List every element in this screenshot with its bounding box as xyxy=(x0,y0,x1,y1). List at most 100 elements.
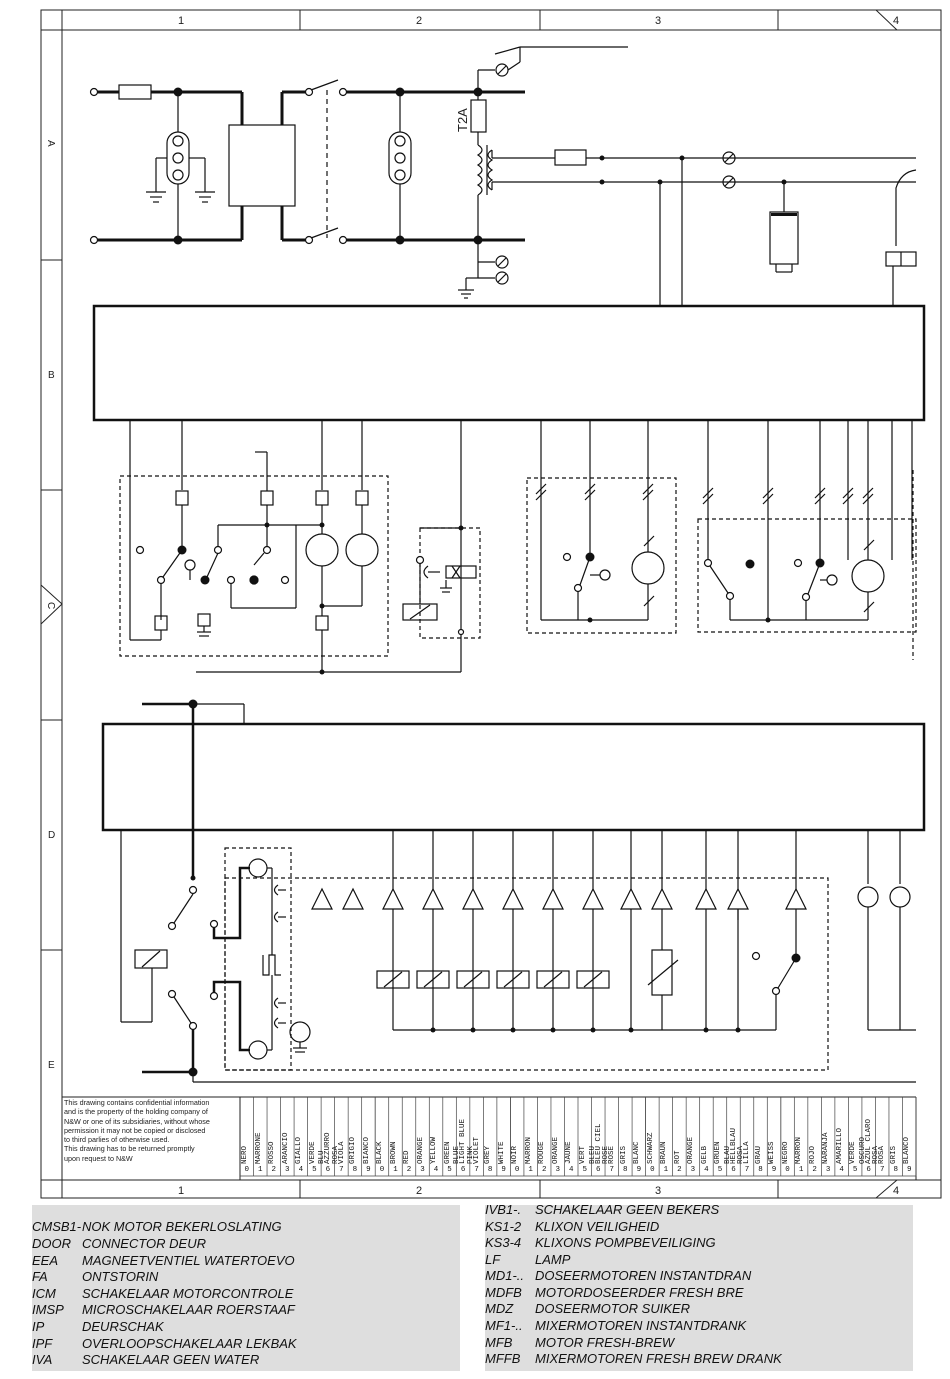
wire-color-name: SCHWARZ xyxy=(646,1132,655,1164)
wire-number: 1 xyxy=(663,1166,669,1174)
wire-number: 9 xyxy=(636,1166,642,1174)
wire-number: 0 xyxy=(514,1166,520,1174)
wire-color-name: GIALLO xyxy=(295,1136,304,1164)
legend-code: MF1-.. xyxy=(485,1318,523,1333)
legend-description: NOK MOTOR BEKERLOSLATING xyxy=(82,1219,282,1234)
wire-color-name: NARANJA xyxy=(822,1132,831,1164)
wire-number: 5 xyxy=(447,1166,452,1174)
column-number-top-3: 3 xyxy=(655,15,661,27)
wire-number: 1 xyxy=(393,1166,398,1174)
wire-color-name: WEISS xyxy=(768,1141,777,1164)
wire-number: 4 xyxy=(568,1166,574,1174)
connector-block xyxy=(769,211,799,265)
column-number-bottom-3: 3 xyxy=(655,1185,661,1197)
wire-color-name: GELB xyxy=(700,1145,709,1164)
wire-number: 3 xyxy=(825,1166,831,1174)
wire-color-name: NEGRO xyxy=(781,1141,790,1164)
wire-color-name: BIANCO xyxy=(362,1136,371,1164)
wire-number: 2 xyxy=(406,1166,412,1174)
wire-number: 9 xyxy=(366,1166,371,1174)
row-letter-e: E xyxy=(48,1060,55,1071)
wire-number: 3 xyxy=(555,1166,560,1174)
wire-color-name: GRUEN xyxy=(714,1141,723,1164)
legend-description: DOSEERMOTOREN INSTANTDRAN xyxy=(535,1268,752,1283)
wire-number: 8 xyxy=(623,1166,628,1174)
legend-code: KS1-2 xyxy=(485,1219,522,1234)
wire-color-name: BLANC xyxy=(633,1141,642,1164)
notice-line: This drawing contains confidential infor… xyxy=(64,1098,210,1107)
wire-color-name: GREY xyxy=(484,1145,493,1164)
wire-color-name: NERO xyxy=(241,1145,249,1164)
legend-code: KS3-4 xyxy=(485,1235,522,1250)
wire-color-table-grid xyxy=(240,1097,917,1177)
wire-number: 5 xyxy=(852,1166,858,1174)
wire-number: 2 xyxy=(812,1166,817,1174)
wire-number: 5 xyxy=(717,1166,723,1174)
legend-code: MDFB xyxy=(485,1285,522,1300)
notice-line: to third parlies of otherwise used. xyxy=(64,1135,170,1145)
column-number-bottom-4: 4 xyxy=(893,1185,899,1197)
wire-number: 9 xyxy=(906,1166,912,1174)
row-letter-b: B xyxy=(48,370,55,381)
confidentiality-notice: This drawing contains confidential infor… xyxy=(64,1098,240,1163)
legend-code: IPF xyxy=(32,1336,53,1351)
drawing-frame xyxy=(40,9,942,1199)
wire-color-name: ORANGE xyxy=(551,1136,560,1164)
wire-number: 9 xyxy=(501,1166,506,1174)
wire-number: 7 xyxy=(339,1166,344,1174)
wire-number: 3 xyxy=(420,1166,425,1174)
wire-color-name: BLACK xyxy=(376,1141,385,1164)
wire-number: 4 xyxy=(433,1166,439,1174)
wire-color-name: BROWN xyxy=(389,1141,398,1164)
wire-color-entry: 5 GRUEN xyxy=(713,1097,727,1176)
legend-description: MIXERMOTOREN INSTANTDRANK xyxy=(535,1318,747,1333)
fuse-t2a xyxy=(470,99,487,133)
wire-color-name: GREEN xyxy=(443,1141,452,1164)
wire-color-name: ROT xyxy=(673,1150,682,1164)
column-number-bottom-1: 1 xyxy=(178,1185,184,1197)
wire-color-entry: 9 BIANCO xyxy=(362,1097,376,1176)
wire-color-name: GRIGIO xyxy=(349,1136,358,1164)
legend-code: LF xyxy=(485,1252,501,1267)
wire-color-name: VIOLET xyxy=(472,1136,481,1164)
wire-number: 0 xyxy=(379,1166,385,1174)
legend-code: IMSP xyxy=(32,1302,64,1317)
wire-color-name: ROUGE xyxy=(538,1141,547,1164)
wire-color-entry: 9 BLANC xyxy=(632,1097,646,1176)
wire-color-entry: 0 NEGRO xyxy=(781,1097,795,1176)
wire-number: 7 xyxy=(744,1166,750,1174)
legend-description: DOSEERMOTOR SUIKER xyxy=(535,1301,691,1316)
wire-number: 3 xyxy=(285,1166,290,1174)
wire-color-entry: 3 NARANJA xyxy=(821,1097,835,1176)
legend-description: KLIXON VEILIGHEID xyxy=(535,1219,660,1234)
wire-number: 0 xyxy=(785,1166,790,1174)
legend-code: IVB1-. xyxy=(485,1202,522,1217)
wire-color-name: MARRON xyxy=(795,1136,804,1164)
wire-number: 8 xyxy=(352,1166,358,1174)
